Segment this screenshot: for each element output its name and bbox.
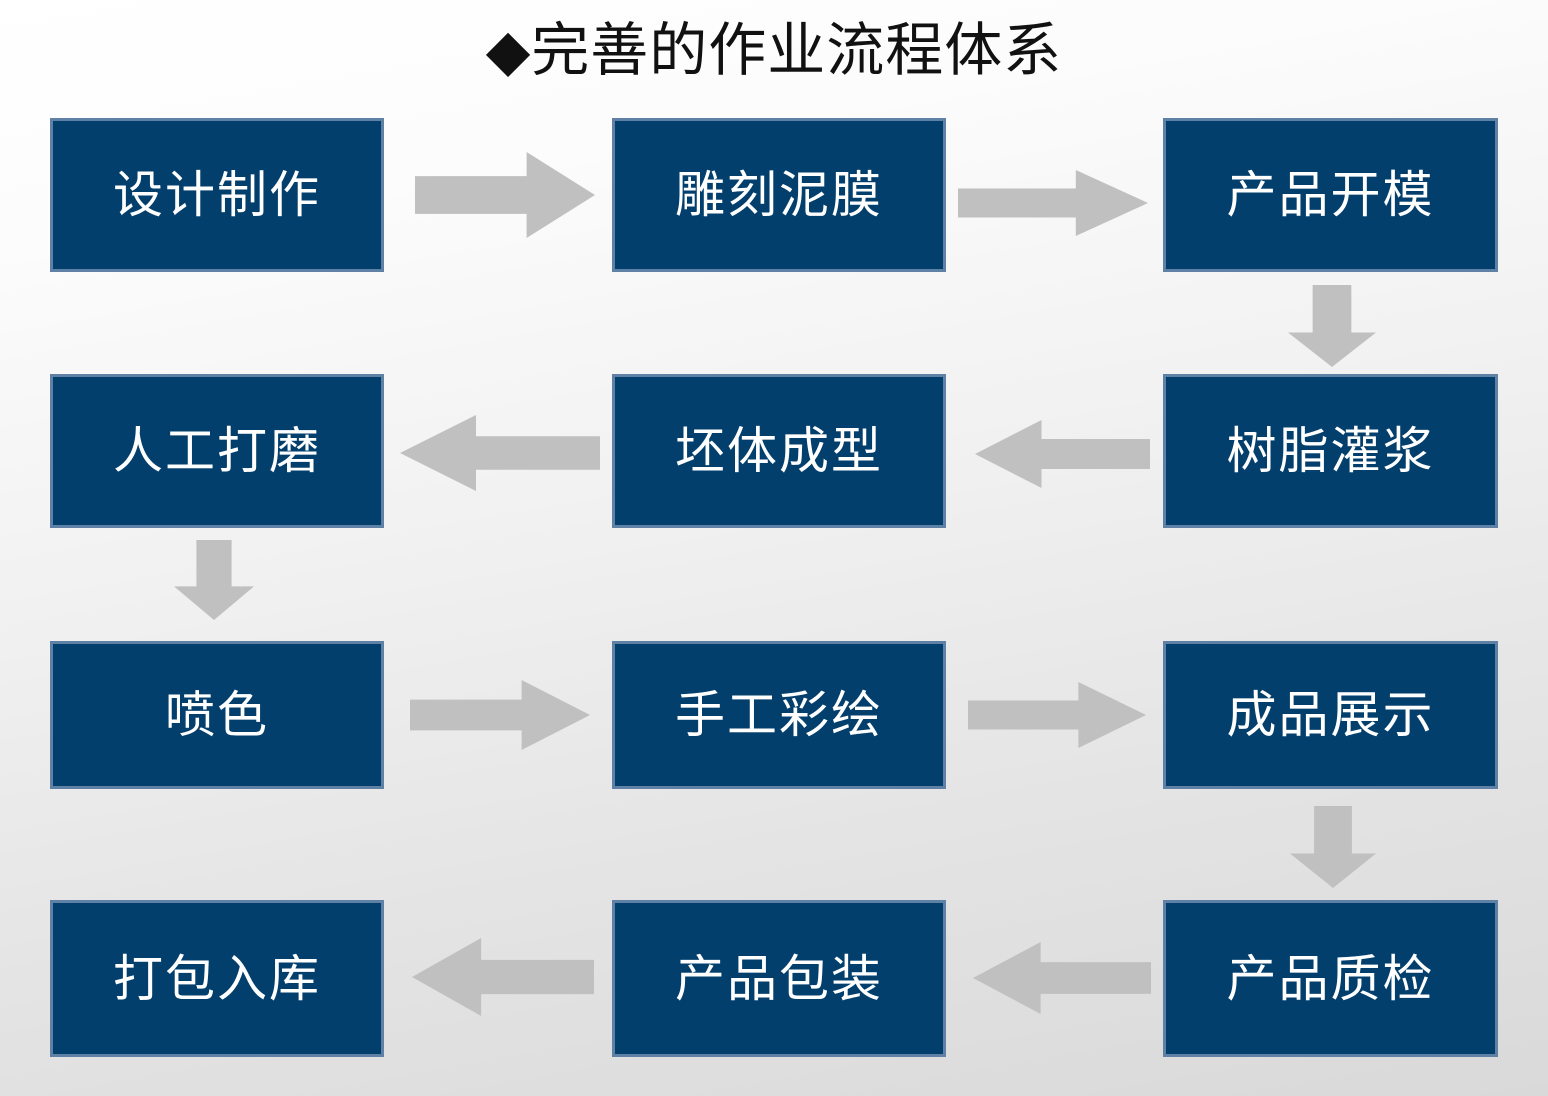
process-node-manual-polish[interactable]: 人工打磨 [50,374,384,528]
process-node-resin-grouting[interactable]: 树脂灌浆 [1163,374,1498,528]
process-node-label: 产品质检 [1226,950,1435,1007]
process-node-carve-clay-mold[interactable]: 雕刻泥膜 [612,118,946,272]
arrow-left-icon-resin-to-forming [975,420,1150,488]
process-node-label: 手工彩绘 [675,687,883,743]
process-node-finished-display[interactable]: 成品展示 [1163,641,1498,789]
process-node-product-packaging[interactable]: 产品包装 [612,900,946,1057]
arrow-left-icon-forming-to-polish [400,415,600,491]
arrow-down-icon-mold-to-resin [1288,285,1376,367]
process-node-label: 产品开模 [1226,167,1435,223]
process-node-label: 打包入库 [113,950,321,1007]
process-node-label: 产品包装 [675,950,883,1007]
process-node-blank-forming[interactable]: 坯体成型 [612,374,946,528]
process-node-label: 喷色 [165,687,269,743]
arrow-left-icon-inspection-to-packaging [973,942,1151,1014]
arrow-right-icon-painting-to-display [968,682,1146,748]
process-node-label: 雕刻泥膜 [675,167,883,223]
arrow-right-icon-design-to-carve [415,152,595,238]
process-node-label: 成品展示 [1226,687,1435,743]
process-node-open-mold[interactable]: 产品开模 [1163,118,1498,272]
arrow-down-icon-display-to-inspection [1290,806,1376,888]
process-node-label: 设计制作 [113,167,321,223]
process-node-label: 树脂灌浆 [1226,423,1435,479]
page-title: ◆完善的作业流程体系 [485,18,1063,83]
process-node-label: 人工打磨 [113,423,321,479]
process-node-spray-color[interactable]: 喷色 [50,641,384,789]
process-node-label: 坯体成型 [675,423,883,479]
arrow-right-icon-carve-to-mold [958,170,1148,236]
process-node-pack-warehouse[interactable]: 打包入库 [50,900,384,1057]
process-node-hand-painting[interactable]: 手工彩绘 [612,641,946,789]
process-node-design-production[interactable]: 设计制作 [50,118,384,272]
arrow-down-icon-polish-to-spray [174,540,254,620]
arrow-left-icon-packaging-to-warehouse [412,938,594,1016]
arrow-right-icon-spray-to-painting [410,680,590,750]
process-node-quality-inspection[interactable]: 产品质检 [1163,900,1498,1057]
